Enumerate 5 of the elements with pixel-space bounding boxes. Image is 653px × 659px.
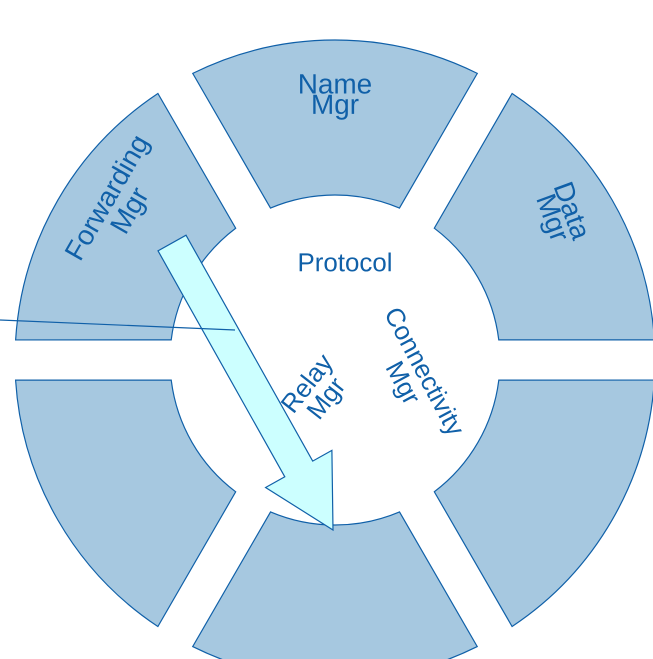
sector-box xyxy=(15,380,236,628)
leader-line xyxy=(0,319,236,331)
sector-box: Name Mgr xyxy=(192,39,478,209)
sector-box xyxy=(192,511,478,659)
sector-box: Data Mgr xyxy=(434,92,653,340)
